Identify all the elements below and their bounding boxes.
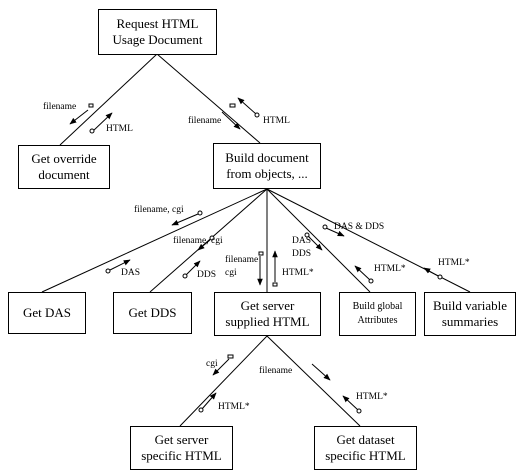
edge-request-build [156,53,261,144]
node-title-line: Usage Document [112,32,203,47]
node-title-line: Get DDS [128,305,177,320]
node-title-line: document [38,167,90,182]
arrow-filename-cgi-dds [197,239,211,251]
arrow-html-dataset [342,395,359,411]
tail-circle [89,128,95,134]
label-das: DAS [121,268,141,278]
node-title-line: Get server [240,298,295,313]
edge-build-das [41,188,268,293]
node-get-override-document: Get override document [18,145,110,189]
node-title-line: Build variable [432,298,507,313]
node-get-server-supplied-html: Get server supplied HTML [214,292,321,336]
node-build-document: Build document from objects, ... [213,143,321,189]
edge-build-global [266,188,371,293]
node-get-dds: Get DDS [113,292,192,334]
arrow-html-override [92,112,113,132]
arrow-html-build [237,97,257,115]
tail-circle [437,274,443,280]
node-title-line: specific HTML [141,448,222,463]
tail-circle [105,268,111,274]
label-html-star: HTML* [374,264,406,274]
label-html-star: HTML* [438,258,470,268]
edge-request-override [59,53,158,146]
label-dds: DDS [197,270,217,280]
label-filename-cgi: filename, cgi [173,236,223,246]
tail-circle [322,224,328,230]
tail-circle [368,278,374,284]
label-filename: filename [188,116,222,126]
label-dds: DDS [292,249,312,259]
label-filename: filename [259,366,293,376]
node-get-server-specific-html: Get server specific HTML [130,426,233,470]
label-html: HTML [263,116,290,126]
arrow-das [109,259,131,271]
label-filename-cgi: filename, cgi [134,205,184,215]
tail-square [258,251,264,256]
label-html: HTML [106,124,133,134]
arrow-filename-cgi-das [171,213,199,226]
node-title-line: Get dataset [336,432,395,447]
arrow-html-global [354,265,371,281]
tail-circle [356,408,362,414]
arrow-cgi-specific [212,358,230,376]
label-html-star: HTML* [218,402,250,412]
node-title-line: specific HTML [325,448,406,463]
tail-square [88,103,94,108]
node-get-das: Get DAS [8,292,86,334]
node-title-line: Attributes [357,315,398,326]
label-cgi: cgi [206,359,218,369]
label-cgi: cgi [225,268,237,278]
tail-circle [182,273,188,279]
node-title-line: summaries [441,314,499,329]
node-title-line: Build global [352,301,403,312]
node-build-variable-summaries: Build variable summaries [424,292,516,336]
node-build-global-attributes: Build global Attributes [339,292,416,336]
node-title-line: Get DAS [22,305,72,320]
edge-build-dds [149,188,268,293]
node-title-line: supplied HTML [225,314,310,329]
arrow-filename-dataset [311,363,331,381]
tail-circle [197,210,203,216]
tail-square [229,103,236,108]
label-filename: filename [43,102,77,112]
tail-circle [304,232,310,238]
arrow-html-specific [201,392,217,410]
arrow-filename-build [221,111,241,130]
tail-circle [209,235,215,241]
arrow-das-dds-varsum [325,227,345,237]
node-title-line: Build document [225,150,309,165]
node-title-line: Get server [154,432,209,447]
label-filename: filename [225,255,259,265]
node-get-dataset-specific-html: Get dataset specific HTML [314,426,417,470]
arrow-das-dds-global [307,235,323,251]
tail-square [272,282,278,287]
tail-circle [198,407,204,413]
tail-square [227,354,234,359]
label-das: DAS [292,236,312,246]
node-title-line: from objects, ... [226,166,308,181]
tail-circle [254,112,260,118]
label-html-star: HTML* [356,392,388,402]
node-title-line: Request HTML [116,16,199,31]
arrow-filename-override [69,109,89,125]
node-request-html-usage-document: Request HTML Usage Document [98,9,217,55]
label-das-and-dds: DAS & DDS [334,222,385,232]
edge-server-dataset [266,335,361,427]
arrow-html-varsum [423,267,439,277]
label-html-star: HTML* [282,268,314,278]
node-title-line: Get override [31,151,97,166]
arrow-dds [185,260,201,276]
edge-server-specific [179,335,268,427]
